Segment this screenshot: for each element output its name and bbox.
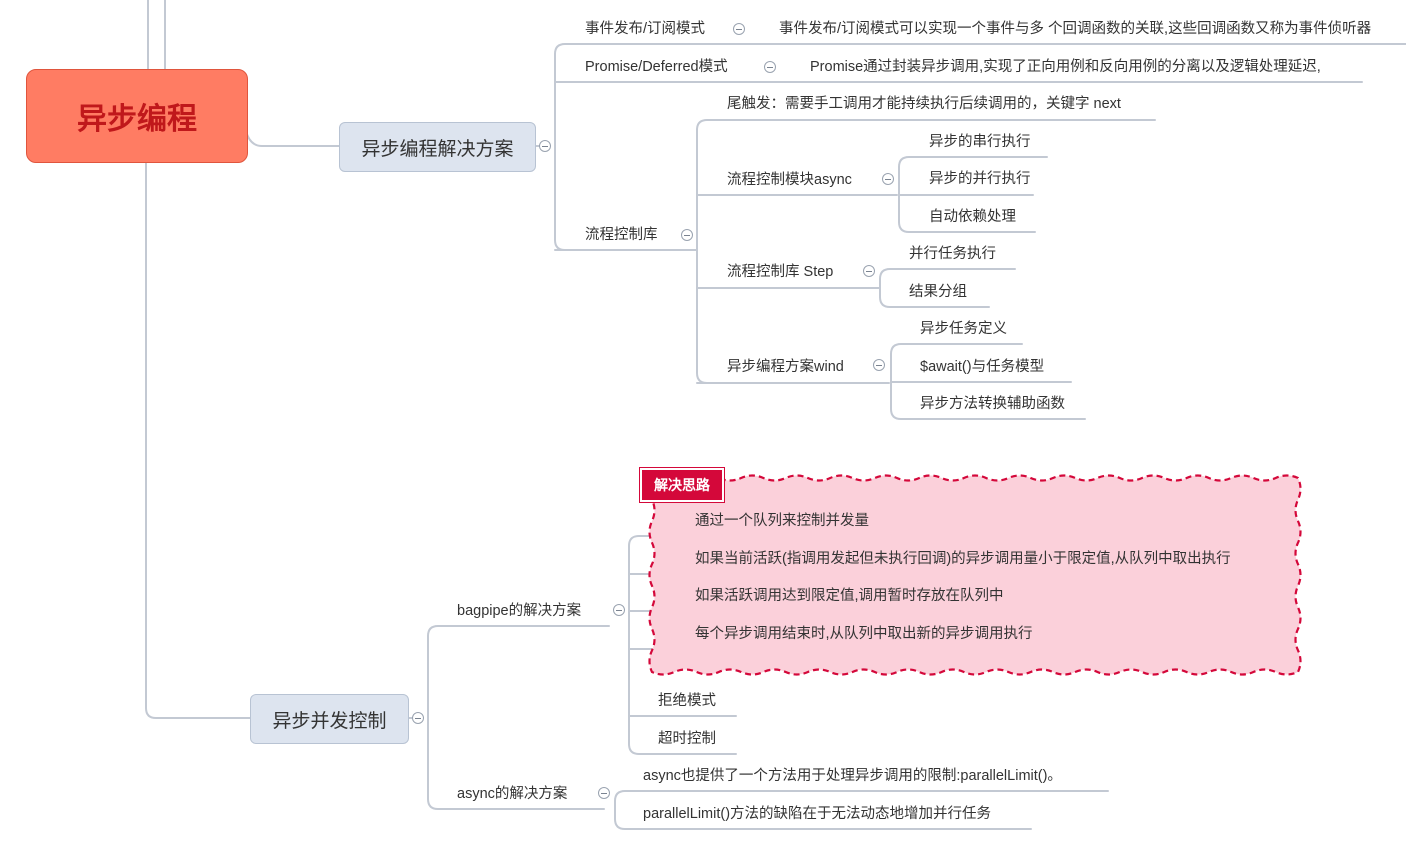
item-step-grouping[interactable]: 结果分组 bbox=[909, 284, 967, 300]
callout-boundary bbox=[648, 474, 1302, 676]
note-promise: Promise通过封装异步调用,实现了正向用例和反向用例的分离以及逻辑处理延迟, bbox=[810, 59, 1321, 75]
root-topic[interactable]: 异步编程 bbox=[26, 69, 248, 163]
collapse-toggle-async-module[interactable] bbox=[882, 173, 894, 185]
collapse-toggle-solutions[interactable] bbox=[539, 140, 551, 152]
collapse-toggle-async-solution[interactable] bbox=[598, 787, 610, 799]
collapse-toggle-concurrency[interactable] bbox=[412, 712, 424, 724]
item-bagpipe-on-finish[interactable]: 每个异步调用结束时,从队列中取出新的异步调用执行 bbox=[695, 626, 1033, 642]
subtopic-pubsub[interactable]: 事件发布/订阅模式 bbox=[585, 21, 706, 37]
item-tail-trigger[interactable]: 尾触发：需要手工调用才能持续执行后续调用的，关键字 next bbox=[727, 96, 1121, 112]
callout-tag-label: 解决思路 bbox=[654, 477, 710, 493]
item-async-parallellimit-drawback[interactable]: parallelLimit()方法的缺陷在于无法动态地增加并行任务 bbox=[643, 806, 992, 822]
topic-concurrency-control-label: 异步并发控制 bbox=[272, 709, 387, 732]
item-step-parallel[interactable]: 并行任务执行 bbox=[909, 246, 996, 262]
collapse-toggle-bagpipe[interactable] bbox=[613, 604, 625, 616]
item-async-serial[interactable]: 异步的串行执行 bbox=[929, 134, 1031, 150]
subtopic-wind[interactable]: 异步编程方案wind bbox=[727, 359, 844, 375]
subtopic-async-solution[interactable]: async的解决方案 bbox=[457, 786, 568, 802]
collapse-toggle-pubsub[interactable] bbox=[733, 23, 745, 35]
subtopic-bagpipe[interactable]: bagpipe的解决方案 bbox=[457, 603, 582, 619]
item-async-parallellimit[interactable]: async也提供了一个方法用于处理异步调用的限制:parallelLimit()… bbox=[643, 768, 1062, 784]
subtopic-step[interactable]: 流程控制库 Step bbox=[727, 264, 834, 280]
collapse-toggle-step[interactable] bbox=[863, 265, 875, 277]
subtopic-async-module[interactable]: 流程控制模块async bbox=[727, 172, 852, 188]
item-async-parallel[interactable]: 异步的并行执行 bbox=[929, 171, 1031, 187]
item-wind-helper[interactable]: 异步方法转换辅助函数 bbox=[920, 396, 1065, 412]
collapse-toggle-promise[interactable] bbox=[764, 61, 776, 73]
topic-async-solutions-label: 异步编程解决方案 bbox=[361, 137, 514, 160]
collapse-toggle-wind[interactable] bbox=[873, 359, 885, 371]
item-wind-task-def[interactable]: 异步任务定义 bbox=[920, 321, 1007, 337]
root-label: 异步编程 bbox=[77, 102, 197, 137]
item-bagpipe-queue[interactable]: 通过一个队列来控制并发量 bbox=[695, 513, 869, 529]
item-bagpipe-at-limit[interactable]: 如果活跃调用达到限定值,调用暂时存放在队列中 bbox=[695, 588, 1004, 604]
item-bagpipe-reject[interactable]: 拒绝模式 bbox=[658, 693, 716, 709]
topic-async-solutions[interactable]: 异步编程解决方案 bbox=[339, 122, 536, 172]
note-pubsub: 事件发布/订阅模式可以实现一个事件与多 个回调函数的关联,这些回调函数又称为事件… bbox=[779, 21, 1372, 37]
subtopic-promise[interactable]: Promise/Deferred模式 bbox=[585, 59, 728, 75]
collapse-toggle-flow-lib[interactable] bbox=[681, 229, 693, 241]
subtopic-flow-lib[interactable]: 流程控制库 bbox=[585, 227, 658, 243]
item-bagpipe-under-limit[interactable]: 如果当前活跃(指调用发起但未执行回调)的异步调用量小于限定值,从队列中取出执行 bbox=[695, 551, 1231, 567]
item-wind-await[interactable]: $await()与任务模型 bbox=[920, 359, 1045, 375]
callout-tag: 解决思路 bbox=[640, 468, 724, 502]
topic-concurrency-control[interactable]: 异步并发控制 bbox=[250, 694, 409, 744]
item-bagpipe-timeout[interactable]: 超时控制 bbox=[658, 731, 716, 747]
item-async-auto-deps[interactable]: 自动依赖处理 bbox=[929, 209, 1016, 225]
